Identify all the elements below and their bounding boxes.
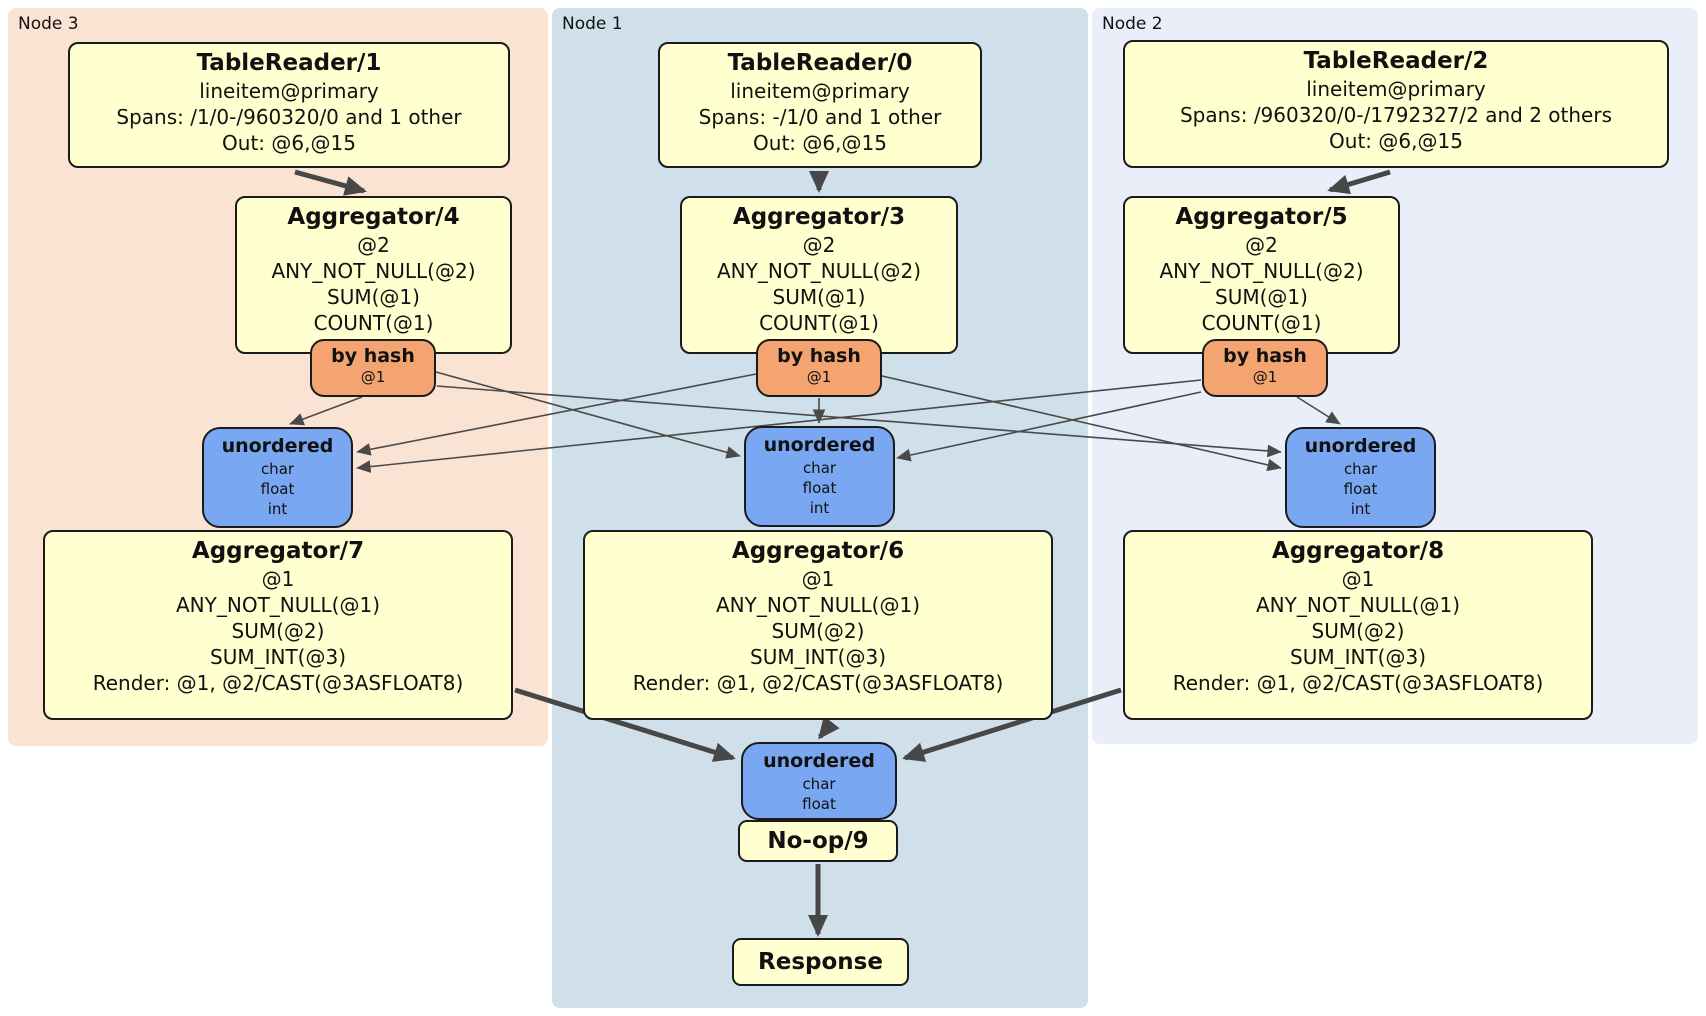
agg-fn: COUNT(@1) [1201, 311, 1322, 335]
sync-title: unordered [221, 435, 334, 457]
response-box: Response [732, 938, 909, 986]
hash-router-4-box: by hash @1 [310, 339, 436, 397]
table-reader-0-box: TableReader/0 lineitem@primary Spans: -/… [658, 42, 982, 168]
agg-group-col: @2 [357, 233, 390, 257]
unordered-sync-node2-box: unordered char float int [1285, 427, 1436, 528]
processor-title: Aggregator/6 [731, 538, 905, 564]
sync-title: unordered [1304, 435, 1417, 457]
aggregator-8-box: Aggregator/8 @1 ANY_NOT_NULL(@1) SUM(@2)… [1123, 530, 1593, 720]
processor-spans: Spans: -/1/0 and 1 other [698, 105, 942, 129]
sync-type: char [802, 775, 836, 793]
processor-spans: Spans: /1/0-/960320/0 and 1 other [116, 105, 462, 129]
unordered-sync-final-box: unordered char float [741, 742, 897, 820]
sync-type: int [1350, 500, 1371, 518]
processor-out: Out: @6,@15 [1329, 129, 1463, 153]
processor-index: lineitem@primary [1306, 77, 1486, 101]
agg-group-col: @1 [801, 567, 835, 591]
router-title: by hash [331, 345, 415, 367]
sync-type: char [260, 460, 295, 478]
node1-label: Node 1 [562, 14, 623, 34]
agg-render: Render: @1, @2/CAST(@3ASFLOAT8) [92, 671, 464, 695]
processor-title: TableReader/2 [1303, 48, 1489, 74]
agg-fn: SUM(@1) [1215, 285, 1308, 309]
processor-index: lineitem@primary [199, 79, 379, 103]
agg-fn: SUM(@1) [327, 285, 420, 309]
agg-render: Render: @1, @2/CAST(@3ASFLOAT8) [632, 671, 1004, 695]
aggregator-5-box: Aggregator/5 @2 ANY_NOT_NULL(@2) SUM(@1)… [1123, 196, 1400, 354]
unordered-sync-node1-box: unordered char float int [744, 426, 895, 527]
processor-index: lineitem@primary [730, 79, 910, 103]
agg-fn: ANY_NOT_NULL(@2) [1159, 259, 1364, 283]
sync-type: int [809, 499, 830, 517]
processor-title: TableReader/0 [727, 50, 913, 76]
processor-title: Aggregator/3 [732, 204, 906, 230]
aggregator-4-box: Aggregator/4 @2 ANY_NOT_NULL(@2) SUM(@1)… [235, 196, 512, 354]
table-reader-1-box: TableReader/1 lineitem@primary Spans: /1… [68, 42, 510, 168]
router-key: @1 [1252, 368, 1278, 386]
agg-fn: ANY_NOT_NULL(@2) [271, 259, 476, 283]
sync-type: char [802, 459, 837, 477]
router-key: @1 [360, 368, 386, 386]
agg-render: Render: @1, @2/CAST(@3ASFLOAT8) [1172, 671, 1544, 695]
node3-label: Node 3 [18, 14, 79, 34]
agg-fn: SUM(@2) [771, 619, 865, 643]
aggregator-3-box: Aggregator/3 @2 ANY_NOT_NULL(@2) SUM(@1)… [680, 196, 958, 354]
aggregator-7-box: Aggregator/7 @1 ANY_NOT_NULL(@1) SUM(@2)… [43, 530, 513, 720]
agg-fn: SUM_INT(@3) [1290, 645, 1426, 669]
agg-fn: SUM(@2) [231, 619, 325, 643]
aggregator-6-box: Aggregator/6 @1 ANY_NOT_NULL(@1) SUM(@2)… [583, 530, 1053, 720]
agg-fn: ANY_NOT_NULL(@1) [176, 593, 380, 617]
agg-group-col: @2 [802, 233, 836, 257]
processor-out: Out: @6,@15 [222, 131, 356, 155]
agg-fn: ANY_NOT_NULL(@2) [717, 259, 921, 283]
sync-type: float [260, 480, 295, 498]
processor-out: Out: @6,@15 [753, 131, 887, 155]
agg-group-col: @2 [1245, 233, 1278, 257]
router-key: @1 [806, 368, 832, 386]
agg-fn: SUM(@1) [772, 285, 866, 309]
agg-group-col: @1 [1341, 567, 1375, 591]
hash-router-3-box: by hash @1 [756, 339, 882, 397]
router-title: by hash [777, 345, 861, 367]
processor-spans: Spans: /960320/0-/1792327/2 and 2 others [1179, 103, 1612, 127]
unordered-sync-node3-box: unordered char float int [202, 427, 353, 528]
hash-router-5-box: by hash @1 [1202, 339, 1328, 397]
agg-group-col: @1 [261, 567, 295, 591]
node2-label: Node 2 [1102, 14, 1163, 34]
agg-fn: ANY_NOT_NULL(@1) [716, 593, 920, 617]
processor-title: Response [758, 948, 883, 975]
sync-title: unordered [763, 434, 876, 456]
agg-fn: SUM_INT(@3) [750, 645, 886, 669]
agg-fn: COUNT(@1) [759, 311, 879, 335]
agg-fn: SUM_INT(@3) [210, 645, 346, 669]
sync-type: float [802, 795, 836, 813]
table-reader-2-box: TableReader/2 lineitem@primary Spans: /9… [1123, 40, 1669, 168]
sync-type: float [1343, 480, 1378, 498]
sync-title: unordered [763, 750, 875, 772]
sync-type: float [802, 479, 837, 497]
agg-fn: ANY_NOT_NULL(@1) [1256, 593, 1460, 617]
processor-title: Aggregator/8 [1271, 538, 1445, 564]
router-title: by hash [1223, 345, 1307, 367]
processor-title: Aggregator/5 [1175, 204, 1348, 230]
noop-9-box: No-op/9 [738, 820, 898, 862]
agg-fn: SUM(@2) [1311, 619, 1405, 643]
processor-title: No-op/9 [767, 827, 869, 854]
agg-fn: COUNT(@1) [313, 311, 434, 335]
processor-title: TableReader/1 [196, 50, 382, 76]
sync-type: int [267, 500, 288, 518]
processor-title: Aggregator/4 [287, 204, 460, 230]
sync-type: char [1343, 460, 1378, 478]
processor-title: Aggregator/7 [191, 538, 365, 564]
